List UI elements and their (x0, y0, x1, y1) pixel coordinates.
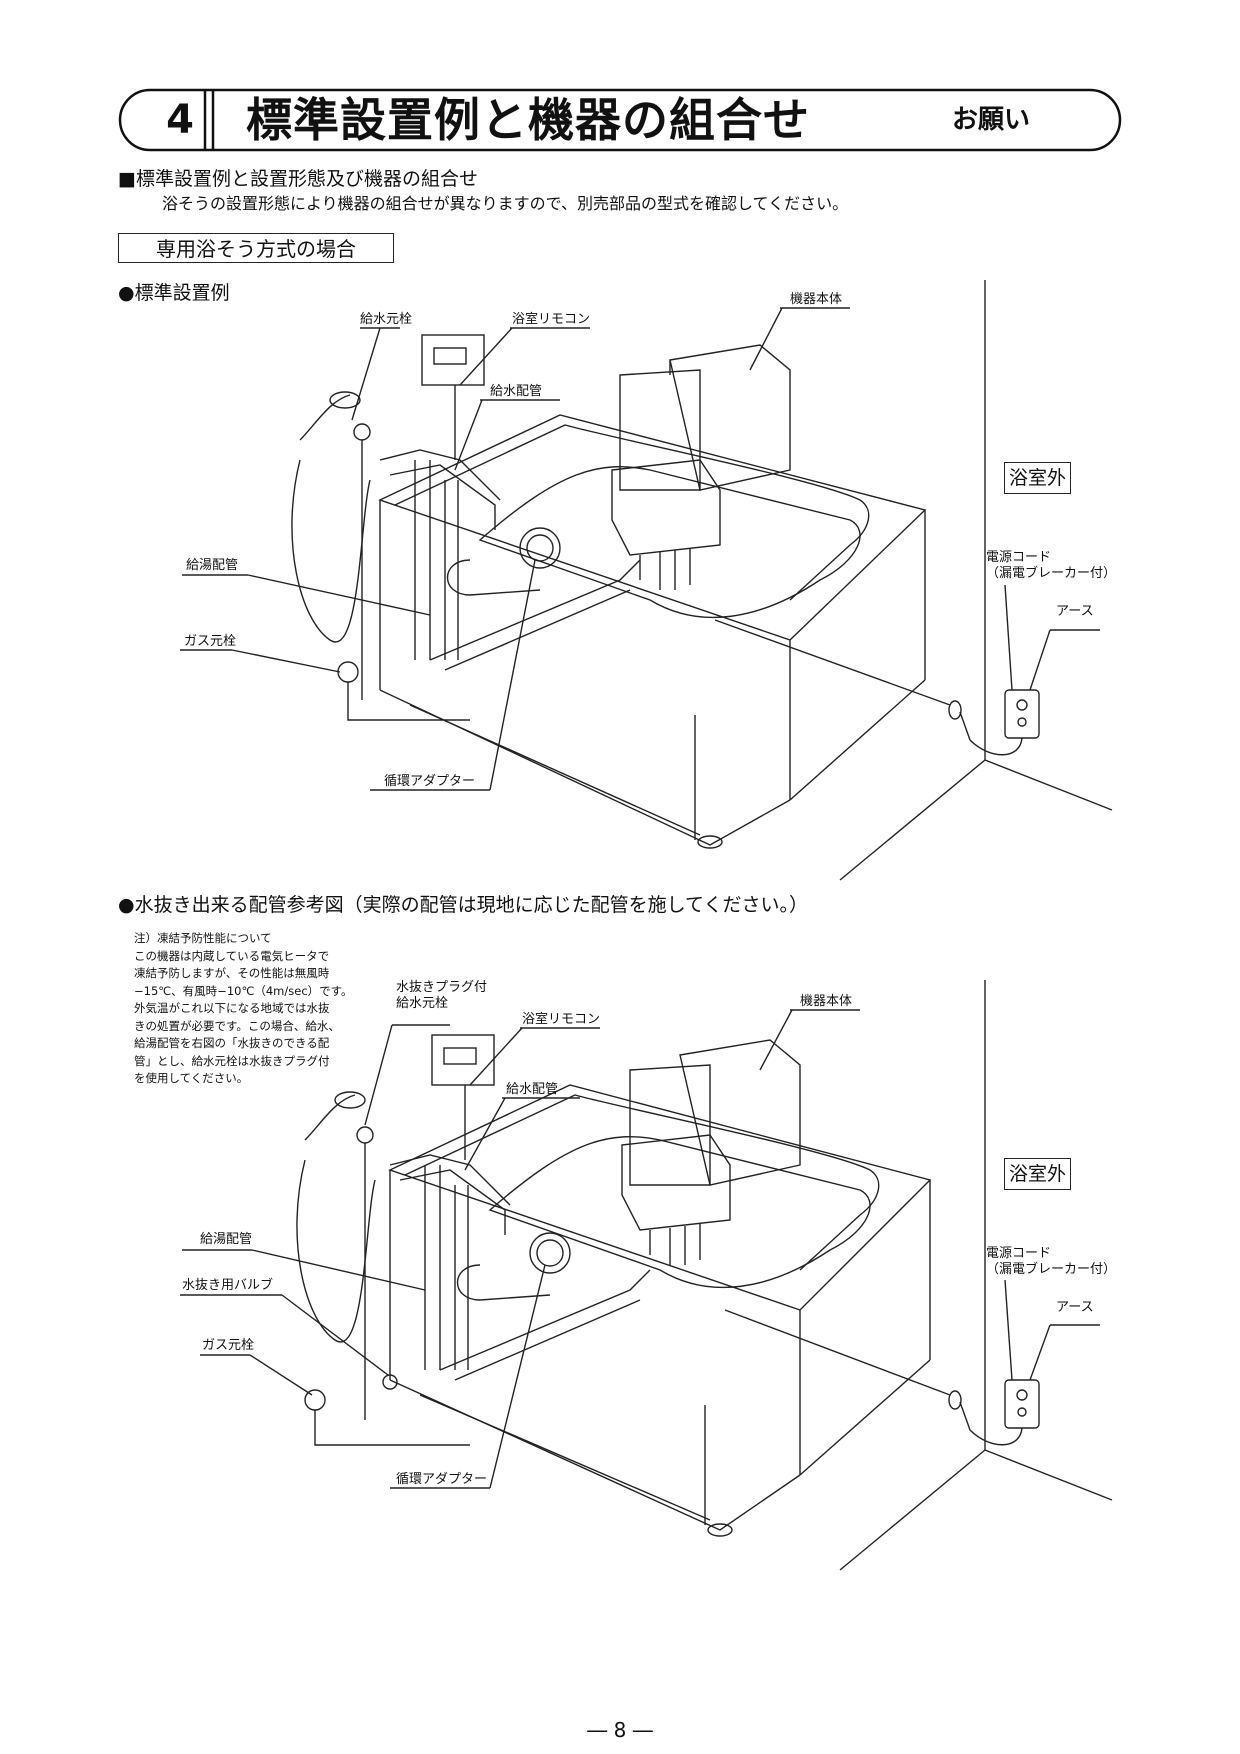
fig2-label-remote: 浴室リモコン (522, 1012, 601, 1027)
fig1-label-power-cord: 電源コード （漏電ブレーカー付） (986, 550, 1117, 581)
fig2-label-adapter: 循環アダプター (396, 1472, 488, 1487)
fig2-label-power-cord: 電源コード （漏電ブレーカー付） (986, 1246, 1117, 1277)
fig2-label-earth: アース (1056, 1300, 1094, 1315)
page-number: ― 8 ― (587, 1718, 653, 1742)
fig1-label-unit: 機器本体 (790, 292, 843, 307)
title-frame (118, 88, 1122, 152)
fig2-label-unit: 機器本体 (800, 994, 853, 1009)
section-description: 浴そうの設置形態により機器の組合せが異なりますので、別売部品の型式を確認してくだ… (162, 194, 849, 213)
mode-box: 専用浴そう方式の場合 (118, 233, 394, 263)
fig1-label-hot-pipe: 給湯配管 (186, 558, 239, 573)
page-title: 標準設置例と機器の組合せ (246, 93, 810, 147)
section-heading: ■標準設置例と設置形態及び機器の組合せ (118, 168, 478, 190)
freeze-note: 注）凍結予防性能について この機器は内蔵している電気ヒータで 凍結予防しますが、… (134, 931, 353, 1085)
fig1-label-water-valve: 給水元栓 (360, 312, 413, 327)
title-tag: お願い (952, 105, 1031, 135)
fig1-label-earth: アース (1056, 604, 1094, 619)
figure2-title: ●水抜き出来る配管参考図（実際の配管は現地に応じた配管を施してください。） (118, 894, 808, 916)
figure1-title: ●標準設置例 (118, 282, 230, 304)
fig2-label-drain-valve: 水抜き用バルブ (182, 1278, 274, 1293)
fig2-outside-box: 浴室外 (1004, 1158, 1072, 1190)
fig1-outside-box: 浴室外 (1004, 462, 1072, 494)
fig1-label-gas-valve: ガス元栓 (184, 634, 237, 649)
figure1-drawing (180, 280, 1113, 881)
fig2-label-water-pipe: 給水配管 (506, 1082, 559, 1097)
fig2-label-gas-valve: ガス元栓 (202, 1338, 255, 1353)
fig1-label-water-pipe: 給水配管 (490, 384, 543, 399)
fig1-label-adapter: 循環アダプター (384, 774, 476, 789)
fig2-label-water-valve: 水抜きプラグ付 給水元栓 (396, 980, 488, 1011)
fig2-label-hot-pipe: 給湯配管 (200, 1232, 253, 1247)
fig1-label-remote: 浴室リモコン (512, 312, 591, 327)
section-number: 4 (166, 97, 194, 143)
figure2-drawing (180, 980, 1113, 1571)
